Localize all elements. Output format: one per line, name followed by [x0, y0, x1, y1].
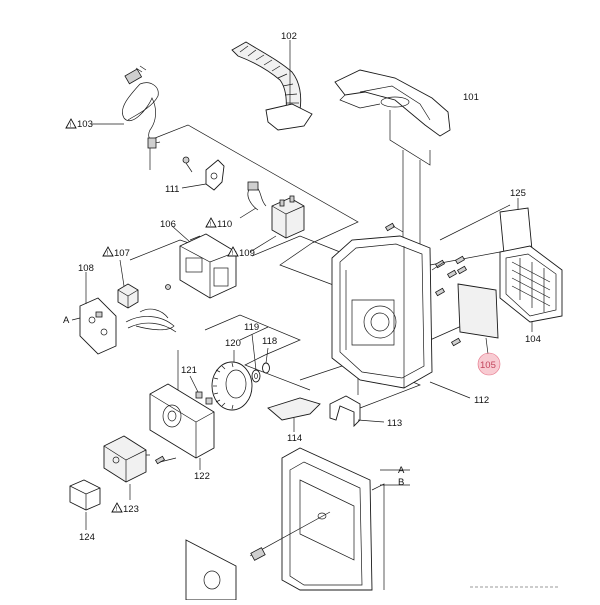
part-119-washer: [251, 333, 261, 383]
lower-left-panel: [185, 539, 237, 601]
svg-text:!: !: [70, 123, 72, 129]
callout-122: 122: [194, 471, 210, 482]
callout-110: 110: [217, 219, 232, 230]
ref-letter-a-right: A: [398, 465, 405, 476]
part-109-capacitor: [249, 195, 305, 253]
front-cover-panel: [249, 447, 385, 591]
part-108-circuit-board: [71, 272, 117, 355]
part-110-switch: [239, 181, 267, 219]
warning-icon-110: !: [205, 217, 217, 228]
callout-123: 123: [123, 504, 139, 515]
callout-111: 111: [165, 184, 179, 195]
svg-text:!: !: [210, 222, 212, 228]
ref-letter-a-left: A: [63, 315, 70, 326]
callout-101: 101: [463, 92, 479, 103]
part-125-filter-pad: [499, 198, 533, 255]
part-105-filter-sheet: [457, 283, 499, 355]
ref-letter-b-right: B: [398, 477, 404, 488]
warning-icon-123: !: [111, 502, 123, 513]
svg-text:!: !: [116, 507, 118, 513]
callout-113: 113: [387, 418, 402, 429]
callout-103: 103: [77, 119, 93, 130]
callout-105: 105: [480, 360, 496, 371]
part-122-motor-bracket: [149, 383, 215, 470]
callout-114: 114: [287, 433, 302, 444]
part-104-grille: [499, 245, 563, 332]
housing-screws: [384, 222, 468, 347]
callout-121: 121: [181, 365, 197, 376]
part-120-fan-rotor: [211, 350, 253, 411]
part-113-clip: [329, 395, 385, 428]
svg-text:!: !: [232, 251, 234, 257]
callout-119: 119: [244, 322, 259, 333]
part-118-nut: [262, 347, 270, 374]
part-102-flexible-duct: [231, 40, 313, 131]
svg-text:!: !: [107, 251, 109, 257]
wiring-harness: [125, 308, 177, 333]
callout-105-highlight: [477, 352, 501, 376]
callout-108: 108: [78, 263, 94, 274]
callout-124: 124: [79, 532, 95, 543]
callout-104: 104: [525, 334, 541, 345]
part-101-top-cover: [334, 69, 451, 166]
part-103-power-cord: [92, 65, 161, 149]
callout-106: 106: [160, 219, 176, 230]
callout-125: 125: [510, 188, 526, 199]
part-123-motor: [103, 435, 177, 500]
part-114-seal-strip: [267, 397, 321, 432]
callout-118: 118: [262, 336, 277, 347]
callout-109: 109: [239, 248, 255, 259]
callout-102: 102: [281, 31, 297, 42]
part-112-main-housing: [331, 235, 471, 399]
part-107-connector: [117, 259, 171, 309]
callout-120: 120: [225, 338, 241, 349]
part-106-control-box: [171, 225, 237, 299]
warning-icon-103: !: [65, 118, 77, 129]
part-111-bracket: [181, 156, 225, 191]
callout-112: 112: [474, 395, 489, 406]
warning-icon-109: !: [227, 246, 239, 257]
part-124-cap: [69, 479, 101, 530]
warning-icon-107: !: [102, 246, 114, 257]
callout-107: 107: [114, 248, 130, 259]
